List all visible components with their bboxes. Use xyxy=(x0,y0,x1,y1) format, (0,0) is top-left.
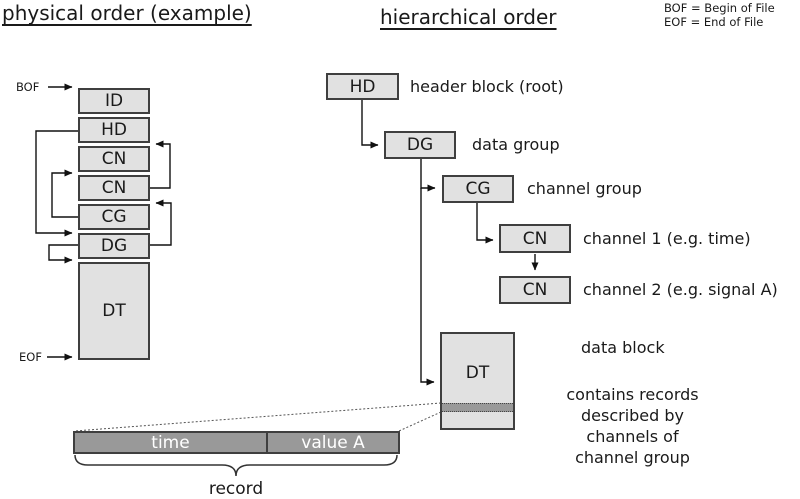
physical-block-hd: HD xyxy=(78,117,150,143)
physical-block-dg: DG xyxy=(78,233,150,259)
physical-block-cn1: CN xyxy=(78,146,150,172)
link-hd-to-dg xyxy=(35,130,78,237)
tree-hd-to-dg xyxy=(361,100,379,149)
legend: BOF = Begin of File EOF = End of File xyxy=(664,1,775,29)
link-dg-to-cg xyxy=(150,199,172,246)
dt-note: contains records described by channels o… xyxy=(552,384,713,468)
bof-label: BOF xyxy=(16,80,40,94)
hierarchical-order-title: hierarchical order xyxy=(380,5,557,29)
tree-node-dt: DT xyxy=(440,332,515,430)
dt-note-line: channel group xyxy=(575,448,690,467)
dt-note-line: described by xyxy=(580,406,685,425)
link-cg-to-cn xyxy=(51,169,78,218)
record-cell-value-a: value A xyxy=(266,433,398,453)
eof-label: EOF xyxy=(19,350,42,364)
desc-header-block: header block (root) xyxy=(410,77,564,96)
physical-order-title: physical order (example) xyxy=(2,1,252,25)
physical-block-dt: DT xyxy=(78,262,150,360)
record-stripe xyxy=(442,403,513,412)
desc-channel-2: channel 2 (e.g. signal A) xyxy=(583,280,778,299)
physical-block-id: ID xyxy=(78,88,150,114)
zoom-dotted-line-upper xyxy=(74,402,442,432)
record-label: record xyxy=(208,479,264,499)
zoom-dotted-line-lower xyxy=(398,411,442,432)
tree-node-hd: HD xyxy=(326,73,399,100)
physical-block-cg: CG xyxy=(78,204,150,230)
tree-dg-to-dt xyxy=(420,188,435,386)
tree-dg-to-cg xyxy=(420,159,436,192)
dt-note-line: contains records xyxy=(566,385,699,404)
desc-channel-group: channel group xyxy=(527,179,642,198)
link-cn2-to-cn1 xyxy=(150,140,171,189)
legend-eof: EOF = End of File xyxy=(664,15,764,29)
desc-data-block: data block xyxy=(581,338,665,357)
physical-block-cn2: CN xyxy=(78,175,150,201)
legend-bof: BOF = Begin of File xyxy=(664,1,775,15)
desc-data-group: data group xyxy=(472,135,560,154)
tree-node-cn2: CN xyxy=(499,276,571,304)
record-cell-time: time xyxy=(151,432,190,453)
tree-node-dg: DG xyxy=(384,131,456,159)
tree-node-cn1: CN xyxy=(499,224,571,253)
desc-channel-1: channel 1 (e.g. time) xyxy=(583,229,751,248)
record-brace xyxy=(74,454,398,477)
tree-cg-to-cn1 xyxy=(476,203,494,244)
tree-node-cg: CG xyxy=(442,175,514,203)
tree-node-dt-label: DT xyxy=(465,363,490,383)
record-bar: time value A xyxy=(73,431,400,454)
link-dg-to-dt xyxy=(48,244,78,264)
dt-note-line: channels of xyxy=(586,427,679,446)
